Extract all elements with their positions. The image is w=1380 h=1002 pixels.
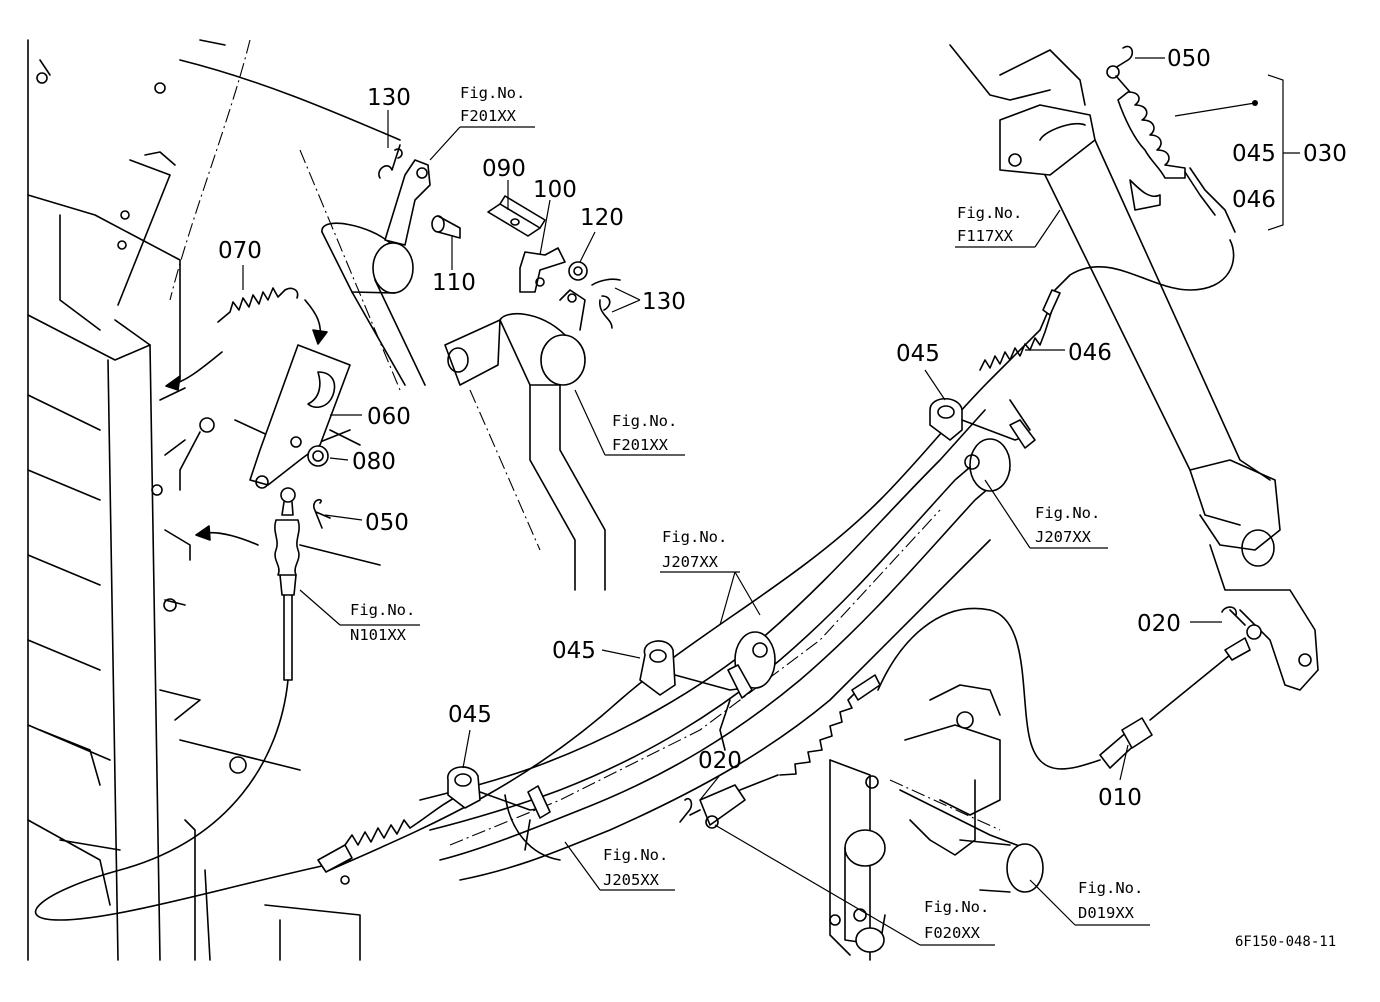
- callout-130-low: 130: [642, 289, 686, 315]
- figref-d019-label: Fig.No.: [1078, 879, 1143, 897]
- figref-f117-code: F117XX: [957, 227, 1014, 245]
- callout-010: 010: [1098, 785, 1142, 811]
- callout-050-left: 050: [365, 510, 409, 536]
- callout-050-top: 050: [1167, 46, 1211, 72]
- leader-lines: [242, 57, 1300, 946]
- callout-045-upper: 045: [896, 341, 940, 367]
- figref-j205-label: Fig.No.: [603, 846, 668, 864]
- callout-120: 120: [580, 205, 624, 231]
- callout-labels: 130 090 100 120 110 130 070 060 080 050 …: [218, 46, 1347, 811]
- figref-f117-label: Fig.No.: [957, 204, 1022, 222]
- callout-045-top: 045: [1232, 141, 1276, 167]
- cable-clamps: [447, 397, 1036, 851]
- callout-030: 030: [1303, 141, 1347, 167]
- direction-arrows: [165, 299, 328, 546]
- figref-f201-top-label: Fig.No.: [460, 84, 525, 102]
- figref-j207-center-label: Fig.No.: [662, 528, 727, 546]
- pedal-arm-right: [949, 44, 1319, 691]
- figref-f201-mid-code: F201XX: [612, 436, 669, 454]
- figref-j207-right-code: J207XX: [1035, 528, 1092, 546]
- figref-j207-right-label: Fig.No.: [1035, 504, 1100, 522]
- callout-046-upper: 046: [1068, 340, 1112, 366]
- callout-130-top: 130: [367, 85, 411, 111]
- figure-references: Fig.No. F201XX Fig.No. F201XX Fig.No. F1…: [350, 84, 1143, 942]
- drawing-code: 6F150-048-11: [1235, 934, 1336, 950]
- callout-020-lower: 020: [698, 748, 742, 774]
- callout-070: 070: [218, 238, 262, 264]
- callout-045-lower: 045: [448, 702, 492, 728]
- pedal-linkage-center: [299, 144, 621, 591]
- callout-080: 080: [352, 449, 396, 475]
- figref-n101-label: Fig.No.: [350, 601, 415, 619]
- callout-100: 100: [533, 177, 577, 203]
- figref-j207-center-code: J207XX: [662, 553, 719, 571]
- figref-j205-code: J205XX: [603, 871, 660, 889]
- figref-f020-code: F020XX: [924, 924, 981, 942]
- left-frame-drawing: [27, 39, 401, 961]
- callout-060: 060: [367, 404, 411, 430]
- frame-tubes: [419, 409, 1011, 881]
- upper-cable-assembly: [1054, 45, 1236, 291]
- callout-090: 090: [482, 156, 526, 182]
- figref-f201-mid-label: Fig.No.: [612, 412, 677, 430]
- figref-n101-code: N101XX: [350, 626, 407, 644]
- lower-cable-assembly: [679, 606, 1262, 829]
- lever-assembly-left: [34, 287, 351, 921]
- callout-110: 110: [432, 270, 476, 296]
- callout-020-right: 020: [1137, 611, 1181, 637]
- figref-d019-code: D019XX: [1078, 904, 1135, 922]
- figref-f020-label: Fig.No.: [924, 898, 989, 916]
- lower-brackets: [829, 684, 1044, 961]
- main-cable-upper: [317, 289, 1061, 873]
- callout-045-center: 045: [552, 638, 596, 664]
- callout-046-top: 046: [1232, 187, 1276, 213]
- figref-f201-top-code: F201XX: [460, 107, 517, 125]
